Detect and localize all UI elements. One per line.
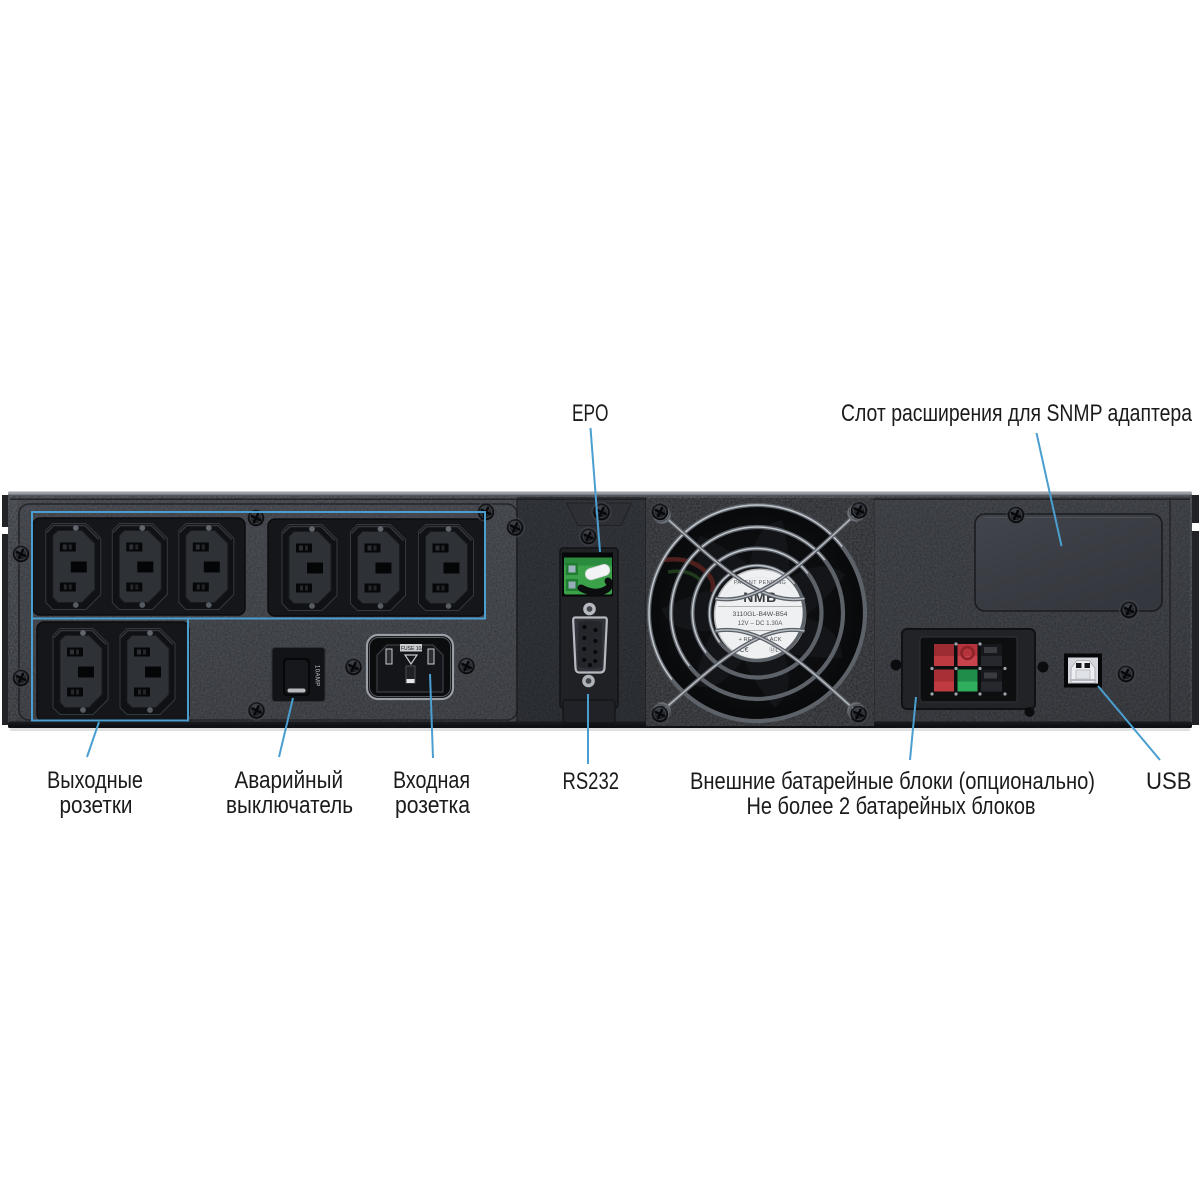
- svg-text:10AMP: 10AMP: [314, 665, 320, 687]
- svg-text:RS232: RS232: [563, 768, 620, 795]
- svg-text:Входная: Входная: [393, 767, 470, 794]
- svg-text:Не более 2 батарейных блоков: Не более 2 батарейных блоков: [747, 793, 1036, 820]
- svg-text:Слот расширения для SNMP адапт: Слот расширения для SNMP адаптера: [841, 400, 1193, 427]
- svg-text:12V – DC 1.30A: 12V – DC 1.30A: [738, 620, 784, 627]
- svg-text:FUSE 10A: FUSE 10A: [401, 646, 425, 652]
- svg-text:USB: USB: [1146, 768, 1192, 795]
- svg-text:розетки: розетки: [60, 792, 133, 819]
- svg-text:+ RED, - BLACK: + RED, - BLACK: [738, 637, 781, 643]
- svg-text:EPO: EPO: [572, 400, 609, 427]
- svg-text:PATENT PENDING: PATENT PENDING: [734, 580, 786, 586]
- svg-text:Внешние батарейные блоки (опци: Внешние батарейные блоки (опционально): [690, 768, 1095, 795]
- svg-text:Выходные: Выходные: [47, 767, 143, 794]
- svg-text:ⓊL: ⓊL: [769, 646, 779, 654]
- svg-text:выключатель: выключатель: [226, 792, 353, 819]
- svg-text:розетка: розетка: [395, 792, 471, 819]
- svg-text:3110GL-B4W-B54: 3110GL-B4W-B54: [733, 611, 788, 618]
- svg-text:C€: C€: [740, 647, 749, 654]
- svg-text:Аварийный: Аварийный: [235, 767, 344, 794]
